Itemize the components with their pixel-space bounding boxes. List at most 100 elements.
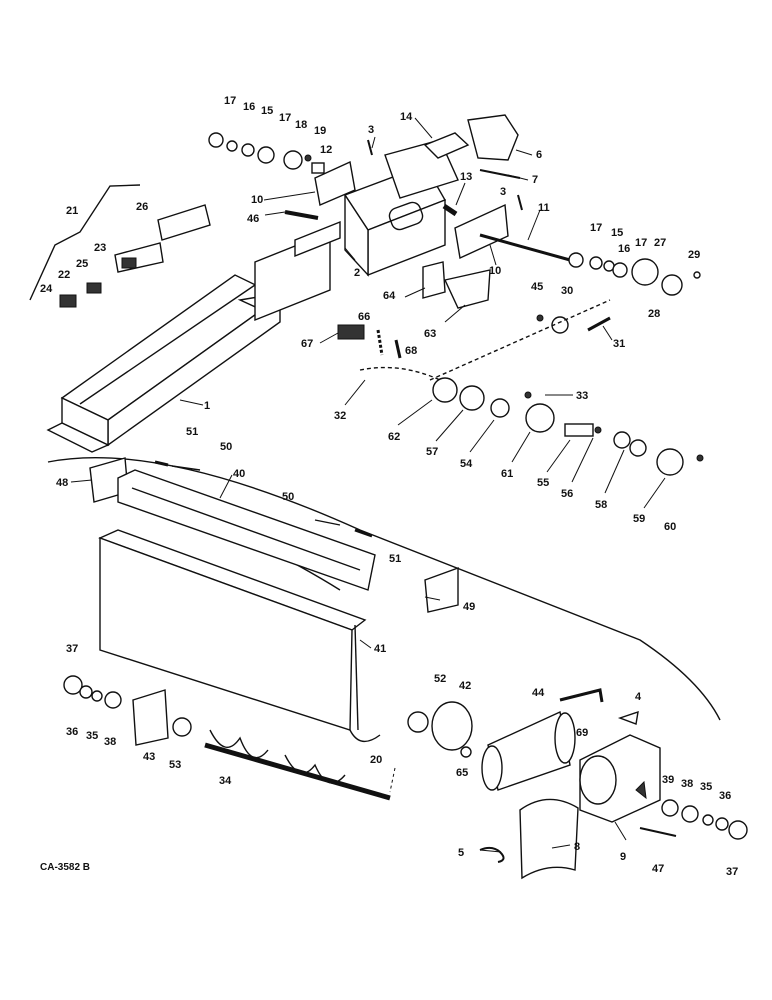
bearing-39-part: [661, 799, 679, 817]
head-cover-part: [423, 132, 470, 159]
bolt-47-part: [639, 827, 677, 837]
callout-label: 69: [576, 727, 588, 739]
drive-sprocket-set-part: [568, 252, 701, 296]
callout-label: 51: [186, 426, 198, 438]
bolt-68-part: [394, 339, 402, 359]
callout-label: 56: [561, 488, 573, 500]
callout-label: 5: [458, 847, 464, 859]
pin-50-part: [171, 465, 201, 471]
callout-label: 47: [652, 863, 664, 875]
callout-label: 30: [561, 285, 573, 297]
callout-label: 13: [460, 171, 472, 183]
elevator-head-part: [254, 139, 459, 322]
callout-label: 28: [648, 308, 660, 320]
chain-assembly-part: [29, 184, 211, 308]
callout-label: 34: [219, 775, 232, 787]
callout-label: 49: [463, 601, 475, 613]
sprocket-30-part: [551, 316, 569, 334]
callout-label: 61: [501, 468, 513, 480]
callout-label: 68: [405, 345, 417, 357]
auger-34-part: [204, 729, 391, 801]
pin-51-part: [154, 460, 169, 467]
housing-9-part: [579, 734, 661, 823]
callout-label: 52: [434, 673, 446, 685]
callout-label: 37: [726, 866, 738, 878]
bolt-3-part: [367, 139, 373, 156]
callout-label: 1: [204, 400, 210, 412]
key-12-part: [304, 154, 312, 162]
callout-label: 43: [143, 751, 155, 763]
flange-53-part: [172, 717, 192, 737]
bearing-38b-part: [681, 805, 699, 823]
callout-label: 23: [94, 242, 106, 254]
callout-label: 27: [654, 237, 666, 249]
callout-label: 36: [66, 726, 78, 738]
plate-43-part: [132, 689, 169, 746]
elevator-tube-part: [46, 274, 282, 453]
callout-label: 33: [576, 390, 588, 402]
bearing-16-part: [226, 140, 238, 152]
callout-label: 58: [595, 499, 607, 511]
bearing-17b-part: [257, 146, 275, 164]
callout-label: 17: [224, 95, 236, 107]
callout-label: 65: [456, 767, 468, 779]
leader-lines: [70, 117, 666, 853]
spacer-12-part: [311, 162, 325, 174]
callout-label: 50: [220, 441, 232, 453]
bearing-38-part: [104, 691, 122, 709]
callout-label: 9: [620, 851, 626, 863]
callout-label: 19: [314, 125, 326, 137]
drawing-code: CA-3582 B: [40, 862, 91, 873]
pin-50b-part: [314, 519, 341, 526]
callout-label: 17: [279, 112, 291, 124]
bearing-35-part: [91, 690, 103, 702]
callout-label: 25: [76, 258, 88, 270]
bearing-37-part: [63, 675, 83, 695]
callout-label: 17: [590, 222, 602, 234]
callout-label: 3: [368, 124, 374, 136]
callout-label: 44: [532, 687, 545, 699]
callout-label: 24: [40, 283, 53, 295]
callout-label: 67: [301, 338, 313, 350]
sprocket-52-part: [407, 711, 429, 733]
callout-label: 14: [400, 111, 413, 123]
side-plate-right-part: [454, 203, 509, 260]
side-plate-left-part: [314, 160, 356, 206]
callout-label: 66: [358, 311, 370, 323]
callout-label: 16: [243, 101, 255, 113]
callout-label: 40: [233, 468, 245, 480]
callout-label: 50: [282, 491, 294, 503]
callout-label: 15: [261, 105, 273, 117]
shield-part: [467, 114, 519, 161]
callout-label: 4: [635, 691, 642, 703]
callout-label: 62: [388, 431, 400, 443]
callout-label: 10: [251, 194, 263, 206]
callout-label: 20: [370, 754, 382, 766]
bearing-36-part: [79, 685, 93, 699]
callout-label: 12: [320, 144, 332, 156]
bearing-35b-part: [702, 814, 714, 826]
clip-4-part: [617, 710, 639, 725]
callout-label: 3: [500, 186, 506, 198]
flange-42-part: [431, 701, 473, 751]
callout-label: 7: [532, 174, 538, 186]
drive-chain-32-part: [359, 299, 611, 381]
angle-40-part: [117, 469, 376, 591]
bearing-37b-part: [728, 820, 748, 840]
callout-label: 31: [613, 338, 625, 350]
plate-49-part: [424, 567, 459, 613]
callout-label: 42: [459, 680, 471, 692]
sprocket-18-part: [283, 150, 303, 170]
chain-66-part: [376, 329, 384, 356]
bolt-3b-part: [517, 194, 523, 211]
callout-label: 60: [664, 521, 676, 533]
bearing-36b-part: [715, 817, 729, 831]
tube-44-part: [481, 710, 576, 791]
callout-label: 8: [574, 841, 580, 853]
callout-label: 51: [389, 553, 401, 565]
callout-label: 38: [104, 736, 116, 748]
callout-label: 38: [681, 778, 693, 790]
callout-label: 35: [86, 730, 98, 742]
bracket-63-part: [443, 269, 491, 309]
